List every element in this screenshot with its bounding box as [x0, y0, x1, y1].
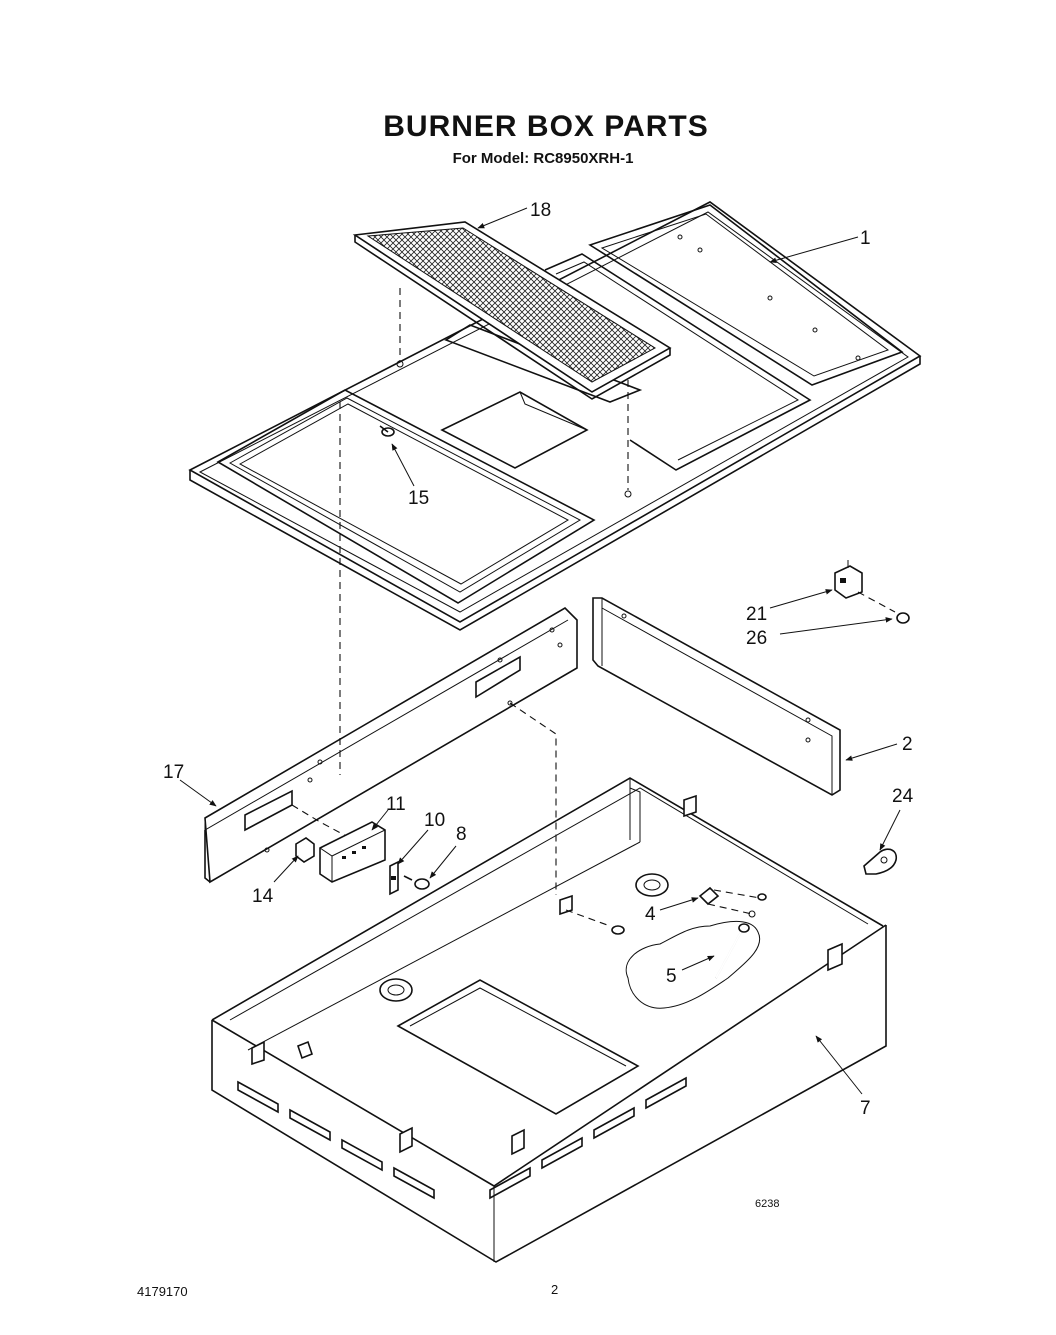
callout-labels: 18 1 15 21 26 2 24 17 11 10 8 14 4 5 7 6…	[163, 200, 914, 1210]
callout-2: 2	[902, 734, 913, 755]
burner-box-tray	[211, 777, 887, 1263]
bolt-5	[715, 923, 750, 979]
cable-clamp-24	[863, 848, 898, 875]
callout-17: 17	[163, 762, 184, 783]
callout-24: 24	[892, 786, 914, 807]
screw-8	[403, 875, 430, 890]
screw-26	[896, 612, 910, 624]
bracket-10	[389, 860, 399, 896]
callout-26: 26	[746, 628, 767, 649]
cooktop-top-panel	[188, 201, 922, 631]
callout-11: 11	[386, 794, 406, 815]
callout-1: 1	[860, 228, 871, 249]
vent-grille	[352, 221, 672, 400]
callout-15: 15	[408, 488, 429, 509]
callout-10: 10	[424, 810, 445, 831]
front-rail-bracket	[204, 606, 578, 884]
callout-21: 21	[746, 604, 767, 625]
model-subtitle: For Model: RC8950XRH-1	[452, 150, 634, 167]
leader-lines	[179, 207, 901, 1095]
page-number: 2	[551, 1282, 559, 1297]
callout-18: 18	[530, 200, 551, 221]
switch-housing-11	[319, 821, 386, 883]
document-number: 4179170	[137, 1284, 188, 1299]
callout-7: 7	[860, 1098, 871, 1119]
drawing-code: 6238	[755, 1198, 779, 1210]
callout-4: 4	[645, 904, 656, 925]
switch-21	[834, 560, 863, 599]
rear-panel	[592, 597, 841, 796]
callout-14: 14	[252, 886, 274, 907]
callout-5: 5	[666, 966, 677, 987]
screw-15	[379, 425, 395, 437]
page-title: BURNER BOX PARTS	[383, 110, 709, 143]
nut-4	[698, 886, 720, 906]
clip-14	[295, 837, 315, 863]
callout-8: 8	[456, 824, 467, 845]
